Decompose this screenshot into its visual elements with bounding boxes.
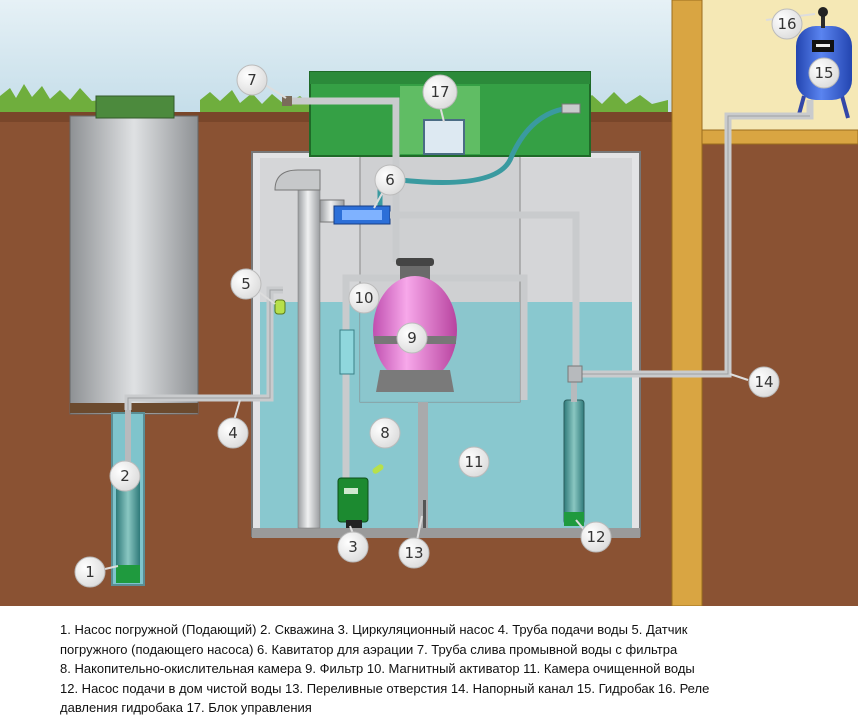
legend-line: давления гидробака 17. Блок управления: [60, 700, 312, 716]
recirculation-pipe: [390, 211, 580, 370]
cavitator: [333, 205, 391, 225]
svg-text:8: 8: [380, 424, 390, 442]
callout-1: 1: [74, 556, 106, 588]
callout-16: 16: [771, 8, 803, 40]
legend-line: 8. Накопительно-окислительная камера 9. …: [60, 661, 695, 677]
svg-text:3: 3: [348, 538, 358, 556]
callout-5: 5: [230, 268, 262, 300]
legend-line: 12. Насос подачи в дом чистой воды 13. П…: [60, 680, 710, 696]
control-unit: [423, 119, 465, 155]
svg-text:17: 17: [430, 83, 449, 101]
svg-text:1: 1: [85, 563, 95, 581]
callout-10: 10: [348, 282, 380, 314]
callout-2: 2: [109, 460, 141, 492]
callout-11: 11: [458, 446, 490, 478]
svg-text:5: 5: [241, 275, 251, 293]
svg-text:10: 10: [354, 289, 373, 307]
callout-6: 6: [374, 164, 406, 196]
legend-line: погружного (подающего насоса) 6. Кавитат…: [60, 641, 678, 657]
callout-7: 7: [236, 64, 268, 96]
legend-line: 1. Насос погружной (Подающий) 2. Скважин…: [60, 622, 688, 637]
svg-text:12: 12: [586, 528, 605, 546]
callout-3: 3: [337, 531, 369, 563]
borehole: [111, 398, 145, 586]
well-casing: [69, 95, 199, 415]
svg-text:2: 2: [120, 467, 130, 485]
svg-text:4: 4: [228, 424, 238, 442]
level-sensor: [274, 299, 286, 315]
callout-8: 8: [369, 417, 401, 449]
svg-text:14: 14: [754, 373, 773, 391]
callout-9: 9: [396, 322, 428, 354]
clean-water-pump: [563, 370, 585, 526]
svg-text:7: 7: [247, 71, 257, 89]
callout-17: 17: [422, 74, 458, 110]
svg-text:6: 6: [385, 171, 395, 189]
svg-text:13: 13: [404, 544, 423, 562]
drain-pipe: [284, 97, 400, 262]
magnetic-activator: [339, 329, 355, 375]
house-wall-post: [671, 0, 703, 606]
svg-text:16: 16: [777, 15, 796, 33]
svg-text:9: 9: [407, 329, 417, 347]
callout-15: 15: [808, 57, 840, 89]
legend-caption: 1. Насос погружной (Подающий) 2. Скважин…: [60, 620, 840, 718]
house-floor: [701, 129, 858, 145]
water-treatment-diagram: 1 2 3 4 5 6 7 8 9 10 11 12 13 14 15 16 1…: [0, 0, 858, 606]
aeration-hose: [377, 105, 571, 206]
circulation-pump: [337, 464, 384, 528]
callout-12: 12: [580, 521, 612, 553]
callout-14: 14: [748, 366, 780, 398]
callout-13: 13: [398, 537, 430, 569]
svg-text:15: 15: [814, 64, 833, 82]
svg-text:11: 11: [464, 453, 483, 471]
callout-4: 4: [217, 417, 249, 449]
filter-outlet-pipe: [342, 274, 528, 508]
